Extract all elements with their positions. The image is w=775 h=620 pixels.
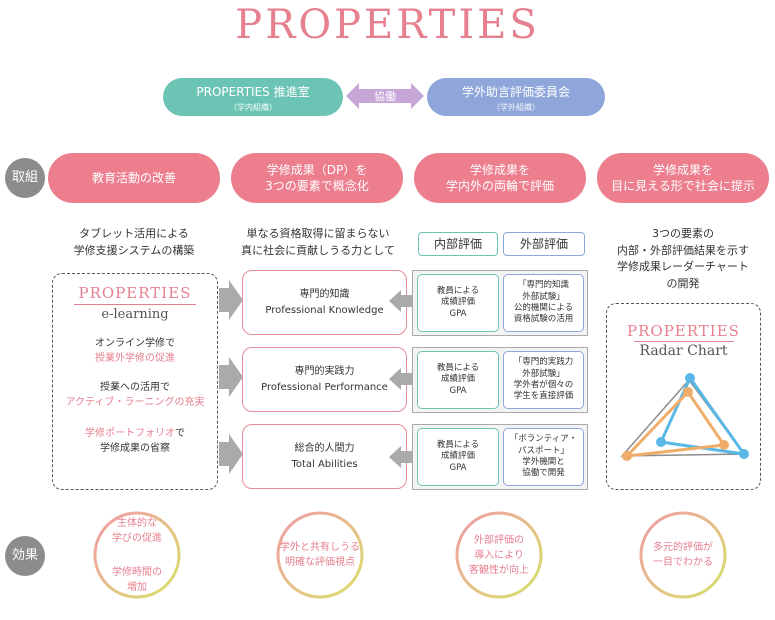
ability-en: Total Abilities bbox=[291, 458, 358, 470]
external-organization: 学外助言評価委員会 （学外組織） bbox=[427, 78, 605, 116]
effect-ring-icon bbox=[455, 511, 543, 599]
internal-org-name: PROPERTIES 推進室 bbox=[196, 85, 310, 99]
elearning-item-portfolio-particle: で bbox=[175, 428, 185, 439]
elearning-item-online: オンライン学修で 授業外学修の促進 bbox=[53, 336, 217, 366]
desc-beyond-qualification: 単なる資格取得に留まらない 真に社会に貢献しうる力として bbox=[241, 227, 395, 257]
elearning-item-portfolio-term: 学修ポートフォリオ bbox=[85, 428, 175, 439]
internal-eval-header: 内部評価 bbox=[418, 232, 498, 256]
effect-ring-icon bbox=[276, 511, 364, 599]
external-eval-knowledge: 「専門的知識 外部試験」 公的機関による 資格試験の活用 bbox=[503, 274, 584, 332]
page-title: PROPERTIES bbox=[235, 2, 540, 48]
radar-chart-panel: PROPERTIES Radar Chart bbox=[606, 303, 761, 490]
effect-active-learning: 主体的な 学びの促進 学修時間の 増加 bbox=[97, 515, 177, 595]
external-eval-performance: 「専門的実践力 外部試験」 学外者が個々の 学生を直接評価 bbox=[503, 351, 584, 409]
effect-ring-icon bbox=[93, 511, 181, 599]
external-eval-total: 「ボランティア・ パスポート」 学外機関と 協働で開発 bbox=[503, 428, 584, 486]
elearning-item-portfolio-line2: 学修成果の省察 bbox=[100, 443, 170, 454]
row-label-initiatives: 取組 bbox=[5, 158, 45, 198]
elearning-logo: PROPERTIES bbox=[78, 284, 192, 302]
internal-eval-performance: 教員による 成績評価 GPA bbox=[417, 351, 499, 409]
elearning-panel: PROPERTIES e-learning オンライン学修で 授業外学修の促進 … bbox=[52, 273, 218, 490]
effect-shared-criteria: 学外と共有しうる 明確な評価視点 bbox=[280, 542, 360, 568]
effect-ring-icon bbox=[639, 511, 727, 599]
arrow-right-icon bbox=[219, 280, 243, 320]
elearning-item-active-line2: アクティブ・ラーニングの充実 bbox=[65, 397, 205, 408]
elearning-item-active-line1: 授業への活用で bbox=[100, 382, 170, 393]
desc-tablet-system: タブレット活用による 学修支援システムの構築 bbox=[73, 227, 195, 257]
pill-education-improvement: 教育活動の改善 bbox=[48, 153, 220, 203]
elearning-item-online-line2: 授業外学修の促進 bbox=[95, 353, 175, 364]
ability-ja: 総合的人間力 bbox=[294, 442, 355, 454]
radar-chart-graphic bbox=[620, 373, 749, 461]
row-label-effects: 効果 bbox=[5, 536, 45, 576]
external-org-type: （学外組織） bbox=[492, 103, 540, 112]
radar-logo-divider bbox=[633, 341, 734, 342]
collaboration-arrow-icon bbox=[346, 83, 424, 109]
desc-radar-chart: 3つの要素の 内部・外部評価結果を示す 学修成果レーダーチャート の開発 bbox=[617, 227, 749, 290]
pill-visible-presentation: 学修成果を 目に見える形で社会に提示 bbox=[597, 153, 769, 203]
internal-org-type: （学内組織） bbox=[229, 103, 277, 112]
ability-ja: 専門的知識 bbox=[299, 288, 350, 300]
ability-en: Professional Performance bbox=[261, 381, 388, 393]
effect-objectivity: 外部評価の 導入により 客観性が向上 bbox=[469, 534, 529, 576]
arrow-right-icon bbox=[219, 357, 243, 397]
arrow-left-icon bbox=[389, 368, 413, 390]
external-org-name: 学外助言評価委員会 bbox=[461, 85, 570, 99]
pill-dual-evaluation: 学修成果を 学内外の両輪で評価 bbox=[414, 153, 586, 203]
elearning-item-portfolio: 学修ポートフォリオで 学修成果の省察 bbox=[53, 426, 217, 456]
arrow-left-icon bbox=[389, 290, 413, 312]
collaboration-label: 協働 bbox=[374, 90, 396, 103]
external-eval-header: 外部評価 bbox=[503, 232, 585, 256]
internal-organization: PROPERTIES 推進室 （学内組織） bbox=[163, 78, 343, 116]
elearning-item-active: 授業への活用で アクティブ・ラーニングの充実 bbox=[53, 380, 217, 410]
ability-professional-knowledge: 専門的知識 Professional Knowledge bbox=[242, 270, 407, 335]
elearning-logo-divider bbox=[74, 304, 196, 305]
ability-ja: 専門的実践力 bbox=[294, 365, 355, 377]
internal-eval-knowledge: 教員による 成績評価 GPA bbox=[417, 274, 499, 332]
elearning-item-online-line1: オンライン学修で bbox=[95, 338, 175, 349]
pill-dp-conceptualization: 学修成果（DP）を 3つの要素で概念化 bbox=[231, 153, 403, 203]
ability-professional-performance: 専門的実践力 Professional Performance bbox=[242, 347, 407, 412]
arrow-left-icon bbox=[389, 446, 413, 468]
ability-total-abilities: 総合的人間力 Total Abilities bbox=[242, 424, 407, 489]
ability-en: Professional Knowledge bbox=[265, 304, 384, 316]
internal-eval-total: 教員による 成績評価 GPA bbox=[417, 428, 499, 486]
radar-subtitle: Radar Chart bbox=[639, 343, 728, 359]
effect-active-learning-b: 学修時間の 増加 bbox=[112, 566, 162, 593]
radar-logo: PROPERTIES bbox=[627, 322, 740, 340]
effect-active-learning-a: 主体的な 学びの促進 bbox=[112, 517, 162, 544]
arrow-right-icon bbox=[219, 434, 243, 474]
elearning-subtitle: e-learning bbox=[101, 307, 169, 322]
effect-multidimensional: 多元的評価が 一目でわかる bbox=[653, 542, 713, 568]
